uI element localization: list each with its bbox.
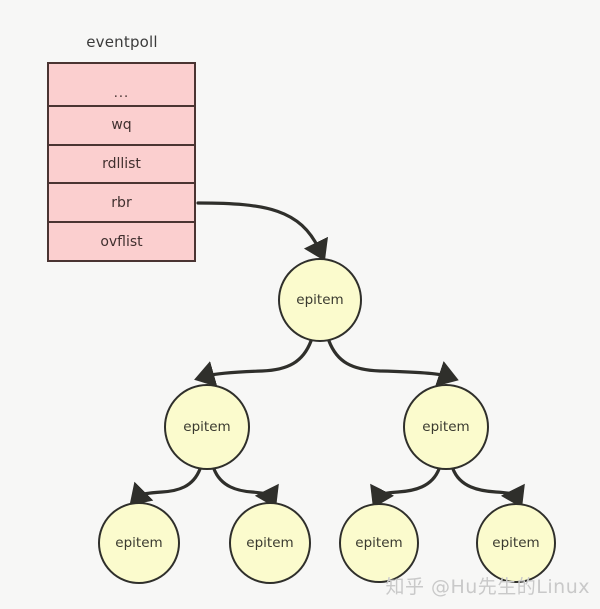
- struct-field-label: rdllist: [102, 155, 141, 172]
- struct-title: eventpoll: [86, 33, 158, 51]
- tree-node-root: epitem: [278, 258, 362, 342]
- edge-root-to-l2b: [327, 339, 459, 387]
- watermark: 知乎 @Hu先生的Linux: [385, 576, 590, 598]
- tree-node-label: epitem: [355, 535, 403, 551]
- tree-node-label: epitem: [246, 535, 294, 551]
- edge-root-to-l2a: [194, 339, 313, 387]
- eventpoll-struct-table: ... wq rdllist rbr ovflist: [47, 62, 196, 262]
- struct-field-label: ...: [113, 85, 130, 101]
- edge-l2a-to-l3b: [212, 467, 279, 509]
- tree-node-leaf-2: epitem: [229, 502, 311, 584]
- struct-field-ovflist: ovflist: [49, 223, 194, 260]
- tree-node-level2-right: epitem: [403, 384, 489, 470]
- struct-field-ellipsis: ...: [49, 64, 194, 107]
- struct-field-rbr: rbr: [49, 184, 194, 224]
- tree-node-label: epitem: [492, 535, 540, 551]
- tree-node-label: epitem: [183, 419, 231, 435]
- struct-field-label: rbr: [111, 194, 132, 211]
- edge-l2b-to-l3c: [370, 467, 441, 509]
- struct-field-rdllist: rdllist: [49, 145, 194, 185]
- tree-node-leaf-3: epitem: [339, 503, 419, 583]
- tree-node-level2-left: epitem: [164, 384, 250, 470]
- tree-node-label: epitem: [422, 419, 470, 435]
- struct-field-label: ovflist: [100, 233, 143, 250]
- edge-rbr-to-root: [196, 201, 328, 262]
- tree-node-label: epitem: [296, 292, 344, 308]
- edge-l2b-to-l3d: [451, 467, 525, 509]
- tree-node-leaf-4: epitem: [476, 503, 556, 583]
- struct-field-wq: wq: [49, 106, 194, 146]
- struct-field-label: wq: [111, 117, 132, 134]
- edge-l2a-to-l3a: [129, 467, 202, 506]
- tree-node-leaf-1: epitem: [98, 502, 180, 584]
- tree-node-label: epitem: [115, 535, 163, 551]
